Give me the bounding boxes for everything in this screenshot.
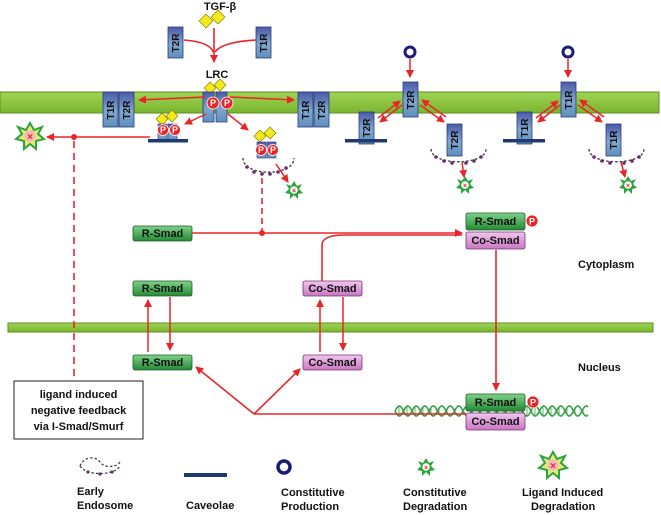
svg-text:P: P bbox=[529, 217, 535, 227]
caveolae-t1r: T1R bbox=[503, 111, 545, 145]
svg-text:P: P bbox=[224, 98, 230, 108]
svg-text:Caveolae: Caveolae bbox=[186, 500, 234, 512]
legend-ligand-induced-degradation: Ligand Induced Degradation bbox=[522, 451, 603, 513]
legend-constitutive-degradation: Constitutive Degradation bbox=[403, 458, 467, 513]
svg-text:via I-Smad/Smurf: via I-Smad/Smurf bbox=[34, 421, 124, 433]
svg-text:T2R: T2R bbox=[362, 118, 373, 138]
svg-text:P: P bbox=[160, 125, 166, 135]
lrc-complex: P P bbox=[202, 78, 234, 123]
svg-text:T1R: T1R bbox=[301, 100, 312, 120]
svg-text:P: P bbox=[172, 125, 178, 135]
membrane-t1r-t2r-left: T1R T2R bbox=[102, 91, 135, 128]
r-smad-cytoplasm-top: R-Smad bbox=[132, 225, 193, 242]
svg-text:T2R: T2R bbox=[317, 100, 328, 120]
feedback-junction bbox=[71, 134, 77, 140]
cytoplasm-label: Cytoplasm bbox=[578, 259, 634, 271]
constitutive-degradation-star bbox=[619, 176, 637, 194]
co-smad-nucleus: Co-Smad bbox=[302, 354, 363, 371]
svg-text:T1R: T1R bbox=[106, 100, 117, 120]
svg-text:Constitutive: Constitutive bbox=[403, 487, 467, 499]
svg-text:P: P bbox=[258, 145, 264, 155]
degradation-star-icon bbox=[417, 458, 435, 476]
svg-text:T1R: T1R bbox=[520, 118, 531, 138]
t1r-production-icon bbox=[561, 45, 575, 59]
svg-text:R-Smad: R-Smad bbox=[142, 357, 184, 369]
endosome-t2r: T2R bbox=[430, 123, 487, 165]
svg-text:Degradation: Degradation bbox=[531, 501, 595, 513]
ligand-degradation-star-icon bbox=[538, 451, 568, 479]
svg-text:ligand induced: ligand induced bbox=[40, 389, 118, 401]
r-smad-cytoplasm-shuttle: R-Smad bbox=[132, 280, 193, 297]
svg-text:R-Smad: R-Smad bbox=[475, 397, 517, 409]
membrane-t1r-far-right: T1R bbox=[560, 81, 577, 118]
svg-text:T2R: T2R bbox=[122, 100, 133, 120]
svg-text:T2R: T2R bbox=[406, 90, 417, 110]
plasma-membrane bbox=[0, 91, 660, 114]
negative-feedback-box: ligand induced negative feedback via I-S… bbox=[13, 380, 144, 440]
svg-text:Production: Production bbox=[281, 501, 339, 513]
svg-text:T2R: T2R bbox=[450, 130, 461, 150]
svg-text:negative feedback: negative feedback bbox=[31, 405, 127, 417]
svg-text:T1R: T1R bbox=[609, 130, 620, 150]
t2r-production-icon bbox=[403, 45, 417, 59]
svg-text:Co-Smad: Co-Smad bbox=[308, 283, 356, 295]
legend-caveolae: Caveolae bbox=[184, 473, 234, 512]
smad-complex-nucleus: R-Smad Co-Smad P bbox=[465, 393, 540, 431]
svg-text:Early: Early bbox=[77, 486, 105, 498]
membrane-t1r-t2r-right: T1R T2R bbox=[297, 91, 330, 128]
caveolae-t2r: T2R bbox=[345, 111, 387, 145]
ligand-binding-arrow bbox=[183, 28, 257, 60]
svg-text:P: P bbox=[210, 98, 216, 108]
ligand-induced-degradation-star bbox=[15, 122, 45, 150]
svg-text:Constitutive: Constitutive bbox=[281, 487, 345, 499]
svg-text:Endosome: Endosome bbox=[77, 500, 133, 512]
lrc-label: LRC bbox=[206, 69, 229, 81]
nuclear-membrane bbox=[7, 322, 654, 333]
nucleus-label: Nucleus bbox=[578, 362, 621, 374]
tgf-beta-ligand bbox=[198, 9, 226, 29]
svg-text:P: P bbox=[530, 398, 536, 408]
svg-text:R-Smad: R-Smad bbox=[475, 216, 517, 228]
endosome-t1r: T1R bbox=[588, 123, 645, 165]
svg-text:T1R: T1R bbox=[259, 33, 270, 53]
svg-text:Co-Smad: Co-Smad bbox=[471, 416, 519, 428]
legend-constitutive-production: Constitutive Production bbox=[276, 459, 345, 513]
svg-text:R-Smad: R-Smad bbox=[142, 283, 184, 295]
free-t2r-receptor: T2R bbox=[167, 26, 184, 59]
membrane-t2r-center: T2R bbox=[402, 81, 419, 118]
endosome-lrc: P P bbox=[242, 126, 295, 176]
co-smad-cytoplasm: Co-Smad bbox=[302, 280, 363, 297]
svg-text:R-Smad: R-Smad bbox=[142, 228, 184, 240]
svg-text:T2R: T2R bbox=[171, 33, 182, 53]
caveolae-lrc: P P bbox=[148, 109, 188, 143]
smad-complex-cytoplasm: R-Smad Co-Smad P bbox=[465, 212, 539, 250]
svg-text:Co-Smad: Co-Smad bbox=[308, 357, 356, 369]
free-t1r-receptor: T1R bbox=[255, 26, 272, 59]
constitutive-degradation-star bbox=[456, 176, 474, 194]
svg-text:T1R: T1R bbox=[564, 90, 575, 110]
r-smad-nucleus: R-Smad bbox=[132, 354, 193, 371]
legend-early-endosome: Early Endosome bbox=[77, 457, 133, 512]
constitutive-degradation-star bbox=[285, 181, 303, 199]
legend: Early Endosome Caveolae Constitutive Pro… bbox=[77, 451, 603, 513]
production-icon bbox=[276, 459, 292, 475]
svg-text:Ligand Induced: Ligand Induced bbox=[522, 487, 603, 499]
tgf-beta-label: TGF-β bbox=[204, 1, 237, 13]
svg-text:Degradation: Degradation bbox=[403, 501, 467, 513]
svg-text:P: P bbox=[270, 145, 276, 155]
svg-text:Co-Smad: Co-Smad bbox=[471, 235, 519, 247]
